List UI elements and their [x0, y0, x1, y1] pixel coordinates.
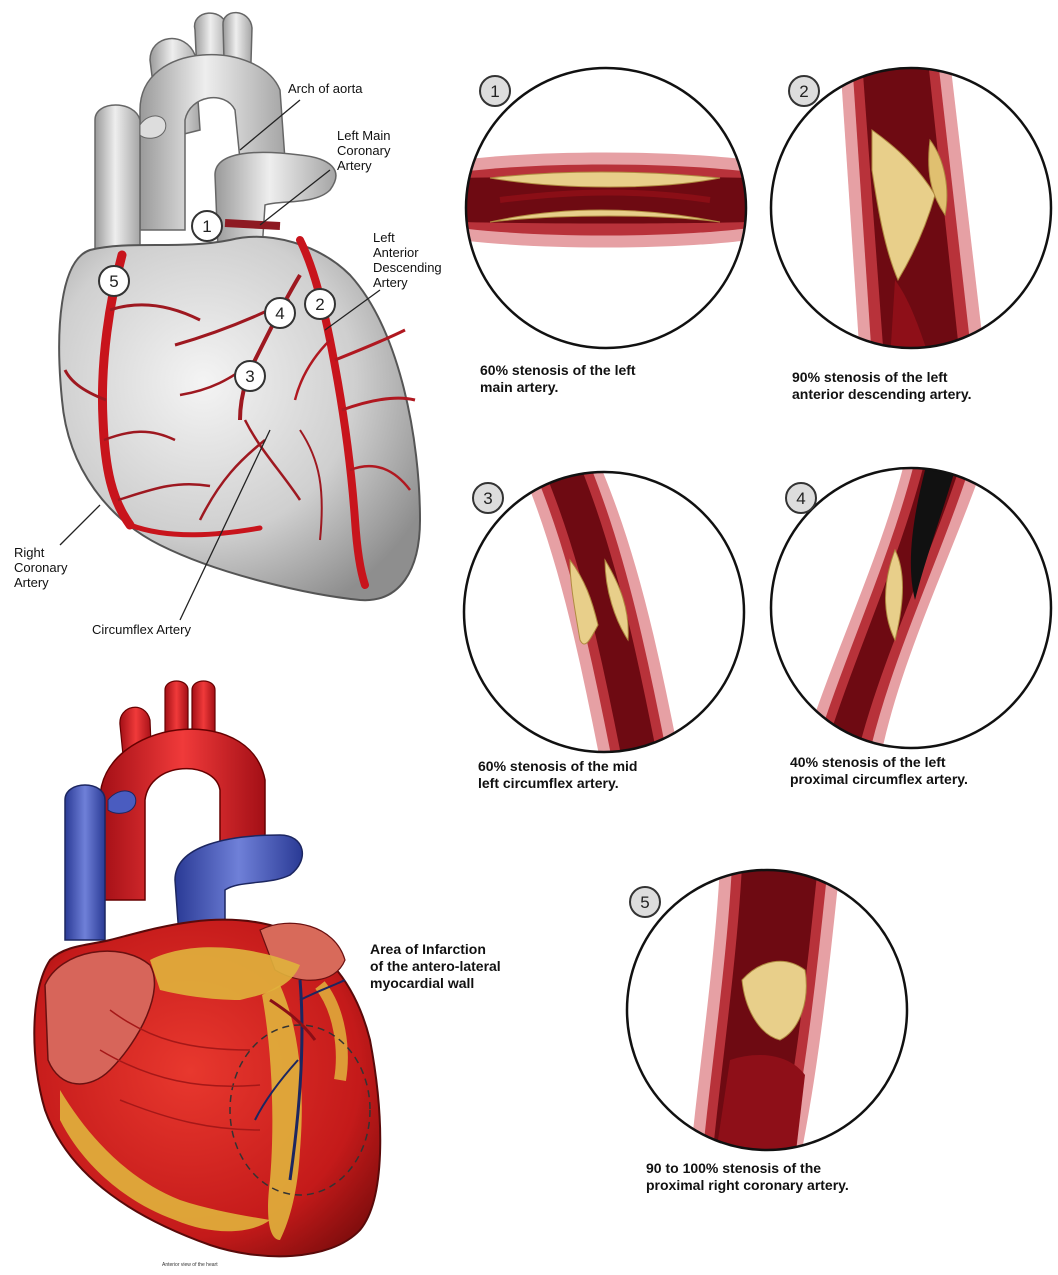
label-left-anterior-descending-artery: Left Anterior Descending Artery	[373, 230, 442, 290]
bottom-caption: Anterior view of the heart	[162, 1262, 218, 1268]
panel-number-3: 3	[473, 483, 503, 513]
svg-text:4: 4	[275, 304, 284, 323]
panel-4-caption: 40% stenosis of the left proximal circum…	[790, 754, 968, 788]
infarction-label: Area of Infarction of the antero-lateral…	[370, 941, 501, 992]
panel-1-caption: 60% stenosis of the left main artery.	[480, 362, 636, 396]
marker-1: 1	[192, 211, 222, 241]
stenosis-panel-1	[460, 68, 750, 348]
label-arch-of-aorta: Arch of aorta	[288, 81, 362, 96]
marker-4: 4	[265, 298, 295, 328]
marker-5: 5	[99, 266, 129, 296]
svg-text:5: 5	[640, 893, 649, 912]
marker-2: 2	[305, 289, 335, 319]
panel-3-caption: 60% stenosis of the mid left circumflex …	[478, 758, 637, 792]
panel-number-5: 5	[630, 887, 660, 917]
panel-2-caption: 90% stenosis of the left anterior descen…	[792, 369, 971, 403]
label-right-coronary-artery: Right Coronary Artery	[14, 545, 67, 590]
label-circumflex-artery: Circumflex Artery	[92, 622, 191, 637]
svg-text:1: 1	[202, 217, 211, 236]
svg-text:3: 3	[483, 489, 492, 508]
stenosis-panel-2	[771, 60, 1051, 360]
panel-number-1: 1	[480, 76, 510, 106]
stenosis-panel-5	[627, 865, 907, 1160]
svg-text:4: 4	[796, 489, 805, 508]
panel-number-4: 4	[786, 483, 816, 513]
gray-heart-illustration	[59, 13, 420, 620]
panel-5-caption: 90 to 100% stenosis of the proximal righ…	[646, 1160, 849, 1194]
svg-text:5: 5	[109, 272, 118, 291]
svg-text:2: 2	[315, 295, 324, 314]
stenosis-panel-3	[464, 465, 744, 760]
panel-number-2: 2	[789, 76, 819, 106]
svg-text:3: 3	[245, 367, 254, 386]
infarct-heart-illustration	[34, 681, 380, 1256]
svg-text:2: 2	[799, 82, 808, 101]
marker-3: 3	[235, 361, 265, 391]
svg-text:1: 1	[490, 82, 499, 101]
label-left-main-coronary-artery: Left Main Coronary Artery	[337, 128, 390, 173]
